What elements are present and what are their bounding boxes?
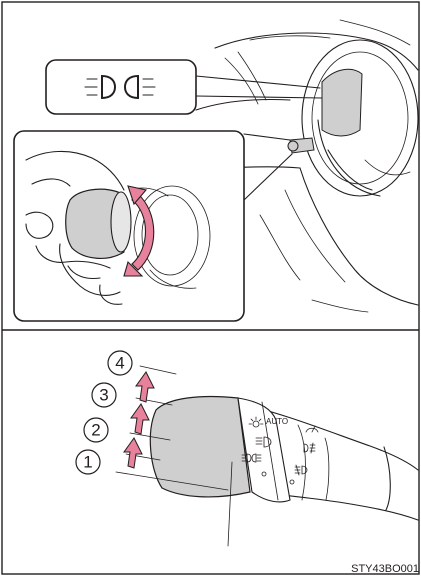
light-switch-lever: AUTO bbox=[150, 397, 418, 547]
position-arrows bbox=[124, 372, 154, 468]
svg-text:3: 3 bbox=[99, 386, 108, 405]
auto-label: AUTO bbox=[266, 417, 288, 426]
svg-text:1: 1 bbox=[83, 453, 92, 472]
position-number-4: 4 bbox=[108, 351, 132, 375]
position-number-1: 1 bbox=[76, 450, 100, 474]
switch-detail-callout bbox=[14, 131, 292, 321]
svg-text:4: 4 bbox=[115, 354, 124, 373]
position-number-3: 3 bbox=[92, 383, 116, 407]
position-number-2: 2 bbox=[84, 418, 108, 442]
fog-off-dot bbox=[290, 480, 294, 484]
headlight-indicator-callout bbox=[46, 60, 322, 114]
rear-fog-icon bbox=[304, 443, 315, 453]
image-code-caption: STY43BO001 bbox=[351, 563, 419, 575]
svg-text:2: 2 bbox=[91, 421, 100, 440]
